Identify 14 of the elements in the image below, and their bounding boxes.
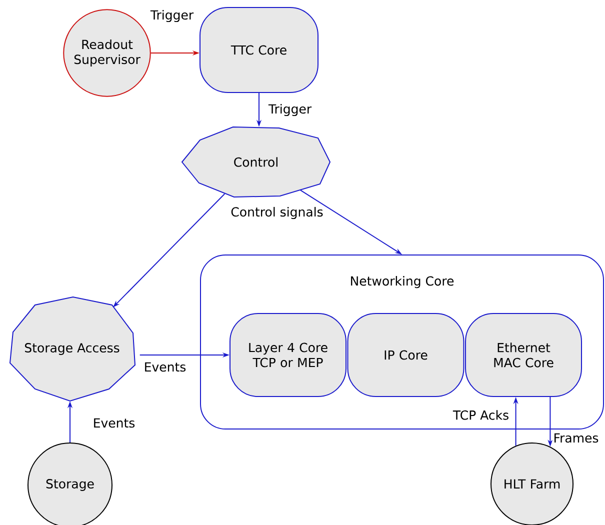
rounded-box: TTC Core: [200, 7, 318, 93]
circle-node: HLT Farm: [490, 442, 574, 525]
edge-label: Trigger: [149, 8, 195, 24]
edge-label: Events: [92, 417, 136, 429]
edge-label: Trigger: [267, 102, 313, 118]
circle-node: Readout Supervisor: [63, 9, 151, 97]
circle-node: Storage: [28, 442, 112, 525]
edge-label: TCP Acks: [452, 409, 510, 421]
edge-label: Frames: [552, 432, 600, 444]
edge-label: Events: [142, 361, 188, 373]
rounded-box: IP Core: [347, 313, 464, 397]
edge-label: Control signals: [230, 206, 324, 220]
rounded-box: Ethernet MAC Core: [465, 313, 582, 397]
rounded-box: Layer 4 Core TCP or MEP: [230, 313, 346, 397]
